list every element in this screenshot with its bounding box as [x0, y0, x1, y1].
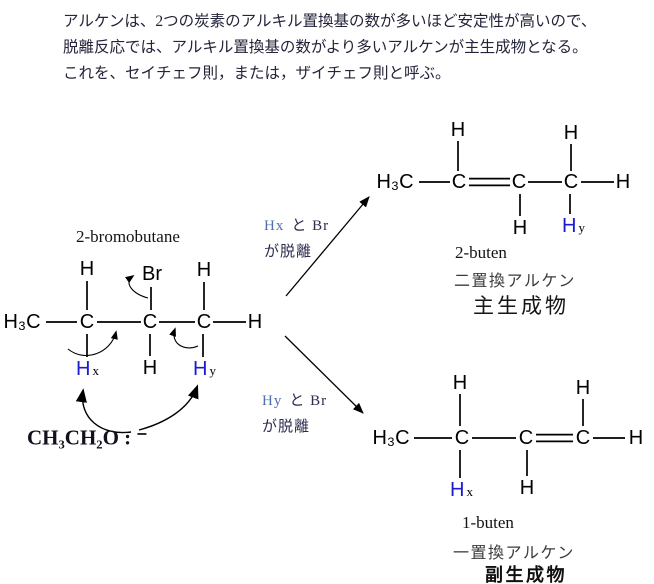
arrows: [67, 196, 370, 434]
product-minor-bonds: [414, 394, 625, 478]
blue-h-label: H: [562, 215, 577, 237]
reactant-name: 2-bromobutane: [76, 227, 180, 246]
major-atom-h-top-c3: H: [563, 122, 579, 144]
intro-line-2: 脱離反応では、アルキル置換基の数がより多いアルケンが主生成物となる。: [63, 39, 588, 56]
major-atom-c2: C: [511, 171, 527, 193]
minor-atom-h-top-c3: H: [575, 377, 591, 399]
electron-arrow-c2c3: [169, 327, 199, 349]
intro-line-3: これを、セイチェフ則，または，ザイチェフ則と呼ぶ。: [63, 65, 451, 82]
major-atom-c3: C: [563, 171, 579, 193]
major-product-classification: 二置換アルケン: [454, 273, 576, 290]
h-subscript: x: [466, 484, 473, 499]
intro-text: アルケンは、2つの炭素のアルキル置換基の数が多いほど安定性が高いので、 脱離反応…: [63, 9, 608, 87]
major-atom-h3c: H₃C: [376, 171, 414, 193]
ethoxide-arrow-to-hx: [75, 388, 132, 434]
reactant-bonds: [46, 281, 246, 357]
reactant-atom-c2: C: [142, 311, 158, 333]
reactant-atom-c3: C: [196, 311, 212, 333]
reactant-atom-br: Br: [142, 263, 162, 285]
major-atom-h-top-c1: H: [450, 119, 466, 141]
minor-atom-c2: C: [518, 427, 534, 449]
h-subscript: x: [92, 363, 99, 378]
major-elimination-verb: が脱離: [264, 244, 313, 260]
reactant-atom-h3c: H₃C: [3, 311, 41, 333]
reactant-atom-c1: C: [79, 311, 95, 333]
blue-h-label: H: [193, 358, 208, 380]
reactant-atom-h-top-c1: H: [79, 258, 95, 280]
electron-arrow-br: [125, 274, 149, 299]
minor-atom-h-right: H: [628, 427, 644, 449]
minor-atom-h3c: H₃C: [372, 427, 410, 449]
major-elimination-label: Hx と Br: [264, 214, 329, 235]
h-subscript: y: [209, 363, 216, 378]
ethoxide-arrow-to-hy: [138, 384, 199, 431]
major-atom-c1: C: [451, 171, 467, 193]
eliminated-rest-label: と Br: [289, 393, 328, 409]
minor-product-classification: 一置換アルケン: [453, 545, 575, 562]
electron-arrow-c1c2: [67, 330, 118, 357]
reactant-atom-h-top-c3: H: [196, 259, 212, 281]
eliminated-h-label: Hx: [264, 218, 285, 234]
minor-product-role: 副生成物: [485, 565, 567, 584]
reactant-atom-h-right: H: [247, 311, 263, 333]
major-atom-h-bottom-c2: H: [512, 217, 528, 239]
ethoxide-reagent: CH₃CH₂O : ⁻: [27, 425, 148, 450]
blue-h-label: H: [450, 479, 465, 501]
reactant-atom-h-bottom-c2: H: [142, 357, 158, 379]
blue-h-label: H: [76, 358, 91, 380]
arrow-to-major-product: [285, 196, 370, 297]
minor-atom-c1: C: [454, 427, 470, 449]
minor-atom-c3: C: [575, 427, 591, 449]
eliminated-h-label: Hy: [262, 393, 283, 409]
product-major-bonds: [419, 141, 614, 216]
major-atom-h-right: H: [615, 171, 631, 193]
minor-elimination-label: Hy と Br: [262, 389, 327, 410]
major-product-role: 主生成物: [473, 294, 569, 318]
minor-elimination-verb: が脱離: [262, 419, 311, 435]
eliminated-rest-label: と Br: [291, 218, 330, 234]
intro-line-1: アルケンは、2つの炭素のアルキル置換基の数が多いほど安定性が高いので、: [63, 13, 597, 30]
arrow-to-minor-product: [284, 335, 364, 414]
minor-product-name: 1-buten: [462, 513, 514, 532]
h-subscript: y: [578, 220, 585, 235]
major-product-name: 2-buten: [455, 243, 507, 262]
minor-atom-h-top-c1: H: [452, 372, 468, 394]
minor-atom-h-bottom-c2: H: [519, 477, 535, 499]
